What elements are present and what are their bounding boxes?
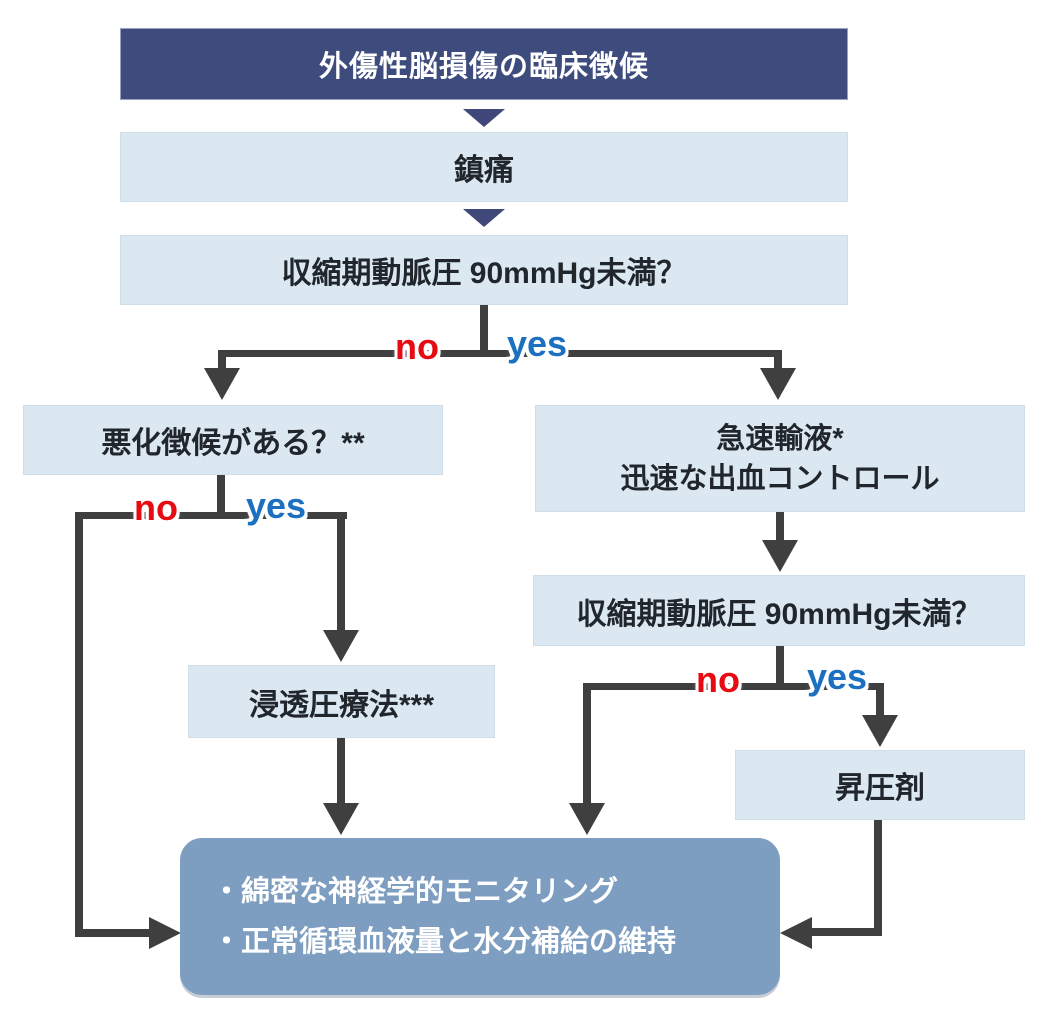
final-line1: ・綿密な神経学的モニタリング [212, 875, 619, 908]
arrowhead-down-icon [569, 803, 605, 835]
branch-3-yes-label: yes [806, 656, 868, 697]
sbp-check-2-box: 収縮期動脈圧 90mmHg未満？ [533, 575, 1025, 646]
arrowhead-left-icon [780, 917, 812, 949]
deterioration-check-box: 悪化徴候がある？** [23, 405, 443, 475]
connector-no-2-vertical [75, 512, 83, 937]
connector-stem-4 [776, 512, 784, 542]
connector-stem-3 [337, 738, 345, 805]
analgesia-text: 鎮痛 [454, 154, 514, 187]
final-management-box: ・綿密な神経学的モニタリング ・正常循環血液量と水分補給の維持 [180, 838, 780, 995]
arrowhead-right-icon [149, 917, 181, 949]
down-arrow-icon [463, 109, 505, 127]
branch-1-no-label: no [395, 326, 439, 367]
branch-2-yes-label: yes [245, 485, 307, 526]
osmotic-therapy-box: 浸透圧療法*** [188, 665, 495, 738]
connector-branch-1-right-stub [774, 353, 782, 370]
connector-stem-5 [776, 646, 784, 687]
connector-branch-1-left-stub [218, 353, 226, 370]
rapid-fluid-line2: 迅速な出血コントロール [620, 462, 940, 495]
title-box: 外傷性脳損傷の臨床徴候 [120, 28, 848, 100]
connector-yes-3-vertical [876, 683, 884, 717]
arrowhead-down-icon [204, 368, 240, 400]
sbp-check-1-box: 収縮期動脈圧 90mmHg未満？ [120, 235, 848, 305]
connector-stem-6 [874, 820, 882, 936]
sbp-check-1-text: 収縮期動脈圧 90mmHg未満？ [281, 257, 687, 290]
connector-branch-2-bar [75, 512, 347, 519]
connector-yes-2-vertical [337, 512, 345, 634]
final-line2: ・正常循環血液量と水分補給の維持 [212, 925, 677, 958]
vasopressor-text: 昇圧剤 [835, 772, 925, 805]
analgesia-box: 鎮痛 [120, 132, 848, 202]
connector-stem-1 [480, 305, 488, 352]
flowchart-title: 外傷性脳損傷の臨床徴候 [318, 51, 649, 83]
branch-3-no-label: no [696, 659, 740, 700]
connector-no-2-horizontal [75, 929, 153, 937]
connector-stem-2 [217, 475, 225, 517]
branch-1-yes-label: yes [506, 323, 568, 364]
deterioration-check-text: 悪化徴候がある？** [101, 427, 365, 460]
rapid-fluid-line1: 急速輸液* [716, 422, 844, 455]
branch-2-no-label: no [134, 487, 178, 528]
arrowhead-down-icon [762, 540, 798, 572]
connector-vasopressor-horizontal [812, 928, 878, 936]
connector-branch-3-bar [583, 683, 884, 690]
sbp-check-2-text: 収縮期動脈圧 90mmHg未満？ [576, 597, 982, 631]
connector-branch-1-bar [218, 350, 782, 357]
vasopressor-box: 昇圧剤 [735, 750, 1025, 820]
down-arrow-icon [463, 209, 505, 227]
arrowhead-down-icon [760, 368, 796, 400]
arrowhead-down-icon [323, 630, 359, 662]
rapid-fluid-box: 急速輸液* 迅速な出血コントロール [535, 405, 1025, 512]
arrowhead-down-icon [862, 715, 898, 747]
connector-no-3-vertical [583, 683, 591, 803]
osmotic-therapy-text: 浸透圧療法*** [248, 688, 435, 722]
arrowhead-down-icon [323, 803, 359, 835]
